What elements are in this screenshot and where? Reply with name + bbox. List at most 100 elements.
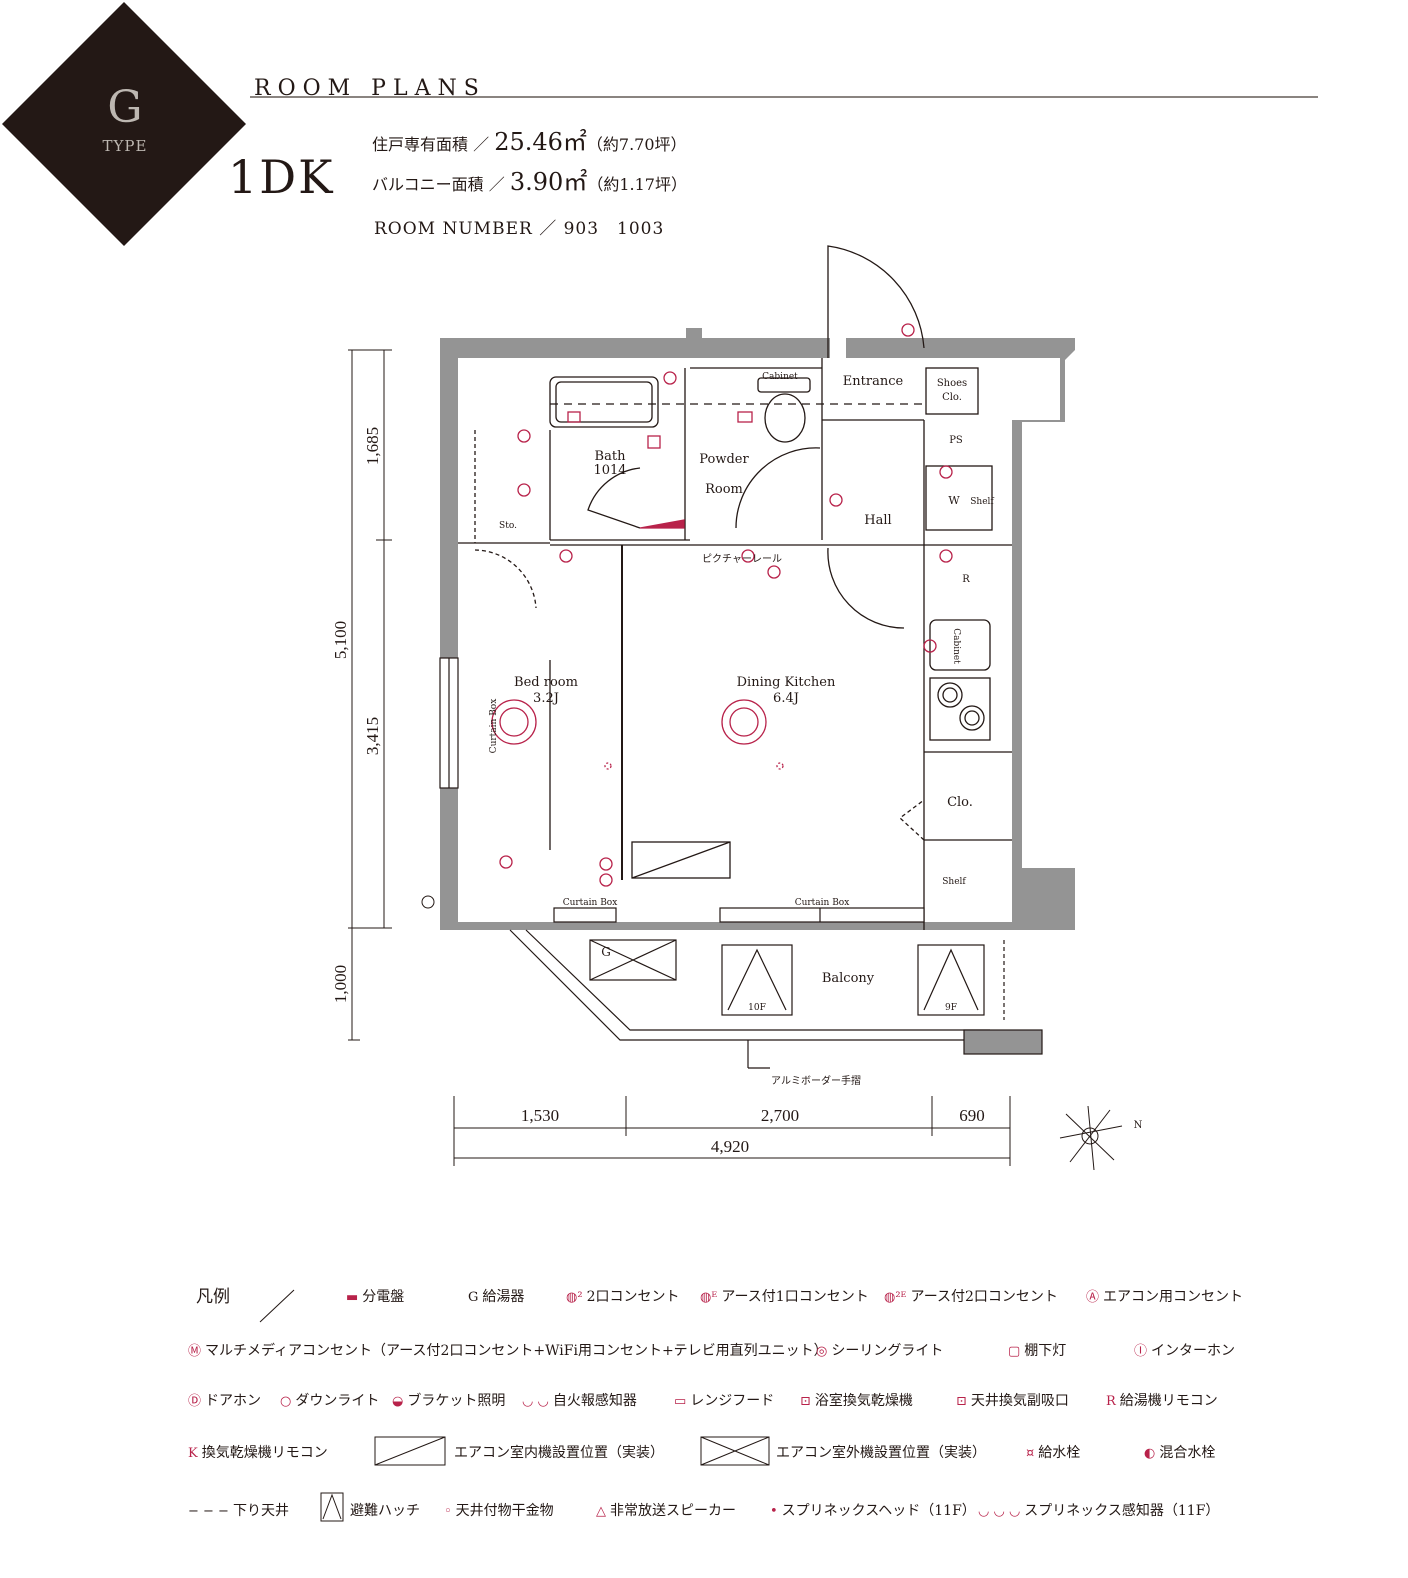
type-badge-diamond (2, 2, 246, 246)
label-shoes: Shoes (937, 378, 967, 389)
legend-item: △非常放送スピーカー (596, 1500, 736, 1520)
label-cabinet-kitchen: Cabinet (951, 628, 961, 664)
legend-label: 換気乾燥機リモコン (201, 1445, 328, 1461)
exterior-light-icon (421, 895, 435, 909)
label-powder-room: Room (705, 482, 743, 497)
fire-detector-icon: ◡ ◡ (522, 1394, 549, 1409)
intercom-icon: Ⓘ (1134, 1344, 1148, 1359)
label-shelf: Shelf (970, 497, 994, 507)
legend-item: ○ダウンライト (280, 1390, 379, 1410)
legend-item: ◡ ◡自火報感知器 (522, 1390, 637, 1410)
balcony (509, 929, 1043, 1069)
heater-remote-icon: R (1106, 1394, 1116, 1409)
outlet-2-icon: ◍² (566, 1290, 583, 1305)
legend-label: シーリングライト (831, 1343, 944, 1359)
legend-label: アース付1口コンセント (721, 1289, 869, 1305)
label-dining-size: 6.4J (773, 691, 799, 706)
ceiling-light-icon: ◎ (816, 1344, 828, 1359)
legend-label: 自火報感知器 (552, 1393, 637, 1409)
ceiling-vent-icon: ⊡ (956, 1394, 967, 1409)
label-bedroom: Bed room (514, 675, 578, 690)
water-heater-icon: G (468, 1290, 479, 1305)
label-dining: Dining Kitchen (737, 675, 836, 690)
dim-3415: 3,415 (363, 717, 382, 755)
label-9f: 9F (945, 1003, 957, 1013)
balcony-area-tsubo: （約1.17坪） (587, 175, 687, 194)
legend-label: ドアホン (205, 1393, 262, 1409)
legend-label: 分電盤 (362, 1289, 405, 1305)
legend-item: ▢棚下灯 (1008, 1340, 1066, 1360)
label-north: N (1134, 1120, 1143, 1131)
label-picture-rail: ピクチャーレール (702, 553, 782, 565)
range-hood-icon: ▭ (674, 1394, 687, 1409)
label-aluminum: アルミボーダー手摺 (771, 1074, 861, 1087)
mixer-tap-icon: ◐ (1144, 1446, 1156, 1461)
legend-label: マルチメディアコンセント（アース付2口コンセント+WiFi用コンセント+テレビ用… (205, 1343, 828, 1359)
balcony-area: バルコニー面積 ／ 3.90㎡（約1.17坪） (372, 162, 687, 197)
legend-label: レンジフード (690, 1393, 775, 1409)
label-hall: Hall (864, 513, 891, 528)
room-number: ROOM NUMBER ／ 903 1003 (374, 219, 665, 239)
label-bath-size: 1014 (593, 463, 626, 478)
dimension-lines (348, 349, 1011, 1166)
legend-label: ダウンライト (295, 1393, 380, 1409)
legend-label: 2口コンセント (586, 1289, 680, 1305)
legend-label: 給湯器 (482, 1289, 525, 1305)
label-curtain-box-bottom: Curtain Box (563, 898, 618, 908)
legend-item: ⊡浴室換気乾燥機 (800, 1390, 913, 1410)
exclusive-area-label: 住戸専有面積 ／ (372, 135, 490, 154)
label-sto: Sto. (499, 521, 517, 531)
label-shoes-clo: Clo. (942, 392, 962, 403)
legend-label: 下り天井 (232, 1503, 289, 1519)
legend-label: 給湯機リモコン (1119, 1393, 1218, 1409)
legend-item: ▬分電盤 (346, 1286, 404, 1306)
legend-item: ▭レンジフード (674, 1390, 774, 1410)
ac-indoor-icon (374, 1436, 446, 1466)
legend-label: スプリネックス感知器（11F） (1024, 1503, 1220, 1519)
interior (458, 245, 1060, 930)
legend-item: エアコン室内機設置位置（実装） (454, 1442, 664, 1462)
legend-label: 非常放送スピーカー (610, 1503, 736, 1519)
exclusive-area: 住戸専有面積 ／ 25.46㎡（約7.70坪） (372, 122, 687, 157)
legend-item: − − −下り天井 (188, 1500, 289, 1520)
dim-2700: 2,700 (761, 1106, 799, 1125)
legend-label: インターホン (1151, 1343, 1236, 1359)
type-letter: G (107, 82, 143, 133)
label-balcony: Balcony (822, 971, 875, 986)
north-arrow-icon (1059, 1105, 1123, 1171)
label-w: W (948, 494, 960, 507)
label-10f: 10F (748, 1003, 766, 1013)
legend-label: ブラケット照明 (407, 1393, 506, 1409)
exclusive-area-value: 25.46㎡ (494, 128, 587, 156)
balcony-area-value: 3.90㎡ (509, 168, 588, 196)
floor-plan: Entrance Shoes Clo. PS Cabinet Bath 1014… (331, 245, 1143, 1171)
legend-item: ¤給水栓 (1026, 1442, 1080, 1462)
legend-label: スプリネックスヘッド（11F） (781, 1503, 976, 1519)
label-powder: Powder (699, 452, 749, 467)
bracket-light-icon: ◒ (392, 1394, 404, 1409)
ac-outlet-icon: Ⓐ (1086, 1290, 1100, 1305)
legend-label: 天井換気副吸口 (970, 1393, 1069, 1409)
balcony-area-label: バルコニー面積 ／ (372, 175, 505, 194)
water-tap-icon: ¤ (1026, 1446, 1035, 1461)
legend-title: 凡例 (196, 1287, 230, 1307)
label-entrance: Entrance (843, 374, 904, 389)
label-r: R (962, 574, 970, 585)
label-ps: PS (949, 435, 963, 446)
escape-hatch-icon (320, 1492, 344, 1522)
legend-slash (259, 1289, 295, 1323)
dryer-remote-icon: K (188, 1446, 198, 1461)
legend-item: ◒ブラケット照明 (392, 1390, 505, 1410)
legend-label: エアコン室外機設置位置（実装） (776, 1445, 986, 1461)
legend-label: 避難ハッチ (350, 1503, 420, 1519)
legend-item: ◦天井付物干金物 (444, 1500, 554, 1520)
heading-rule (250, 96, 1318, 98)
legend-item: •スプリネックスヘッド（11F） (770, 1500, 976, 1520)
